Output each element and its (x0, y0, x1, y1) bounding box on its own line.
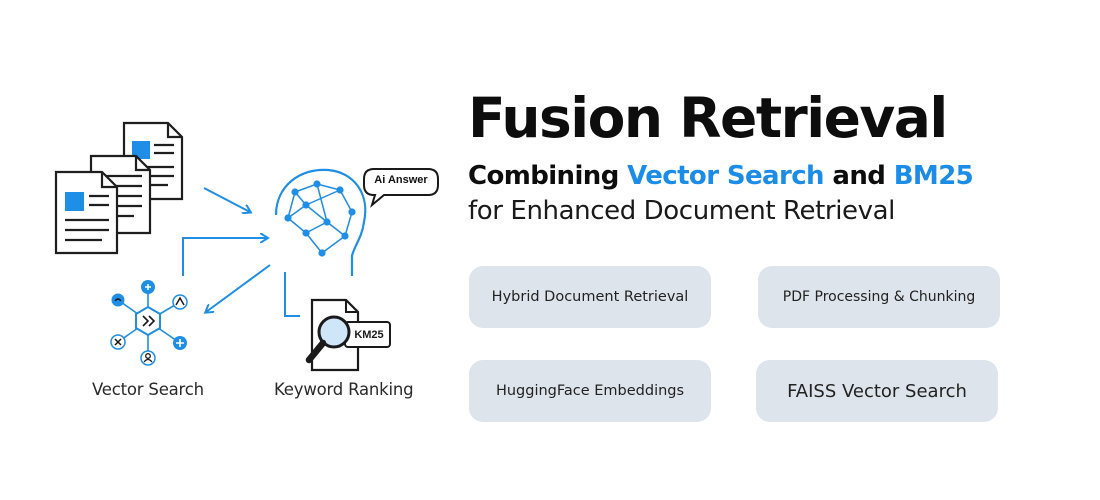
keyword-ranking-label: Keyword Ranking (274, 380, 414, 399)
speech-bubble-icon (363, 168, 439, 208)
feature-pill-pdf-processing: PDF Processing & Chunking (758, 266, 1000, 328)
subtitle-line-1: Combining Vector Search and BM25 (468, 161, 974, 191)
vector-search-label: Vector Search (92, 380, 204, 399)
brain-network-icon (274, 168, 367, 276)
bm25-badge-text: KM25 (354, 329, 384, 341)
subtitle-and: and (832, 161, 886, 191)
ai-answer-bubble-text: Ai Answer (374, 174, 428, 186)
subtitle-line-2: for Enhanced Document Retrieval (468, 196, 895, 226)
subtitle-prefix: Combining (468, 161, 619, 191)
feature-pill-hybrid-retrieval: Hybrid Document Retrieval (469, 266, 711, 328)
magnifier-document-icon (305, 298, 391, 372)
fusion-retrieval-illustration (54, 121, 439, 372)
feature-pill-faiss-vector-search: FAISS Vector Search (756, 360, 998, 422)
page-title: Fusion Retrieval (468, 86, 948, 150)
flow-arrows (182, 187, 300, 317)
subtitle-highlight-vector-search: Vector Search (627, 161, 824, 191)
subtitle-highlight-bm25: BM25 (893, 161, 974, 191)
vector-graph-icon (110, 280, 188, 366)
document-stack-icon (54, 121, 184, 255)
feature-pill-huggingface-embeddings: HuggingFace Embeddings (469, 360, 711, 422)
